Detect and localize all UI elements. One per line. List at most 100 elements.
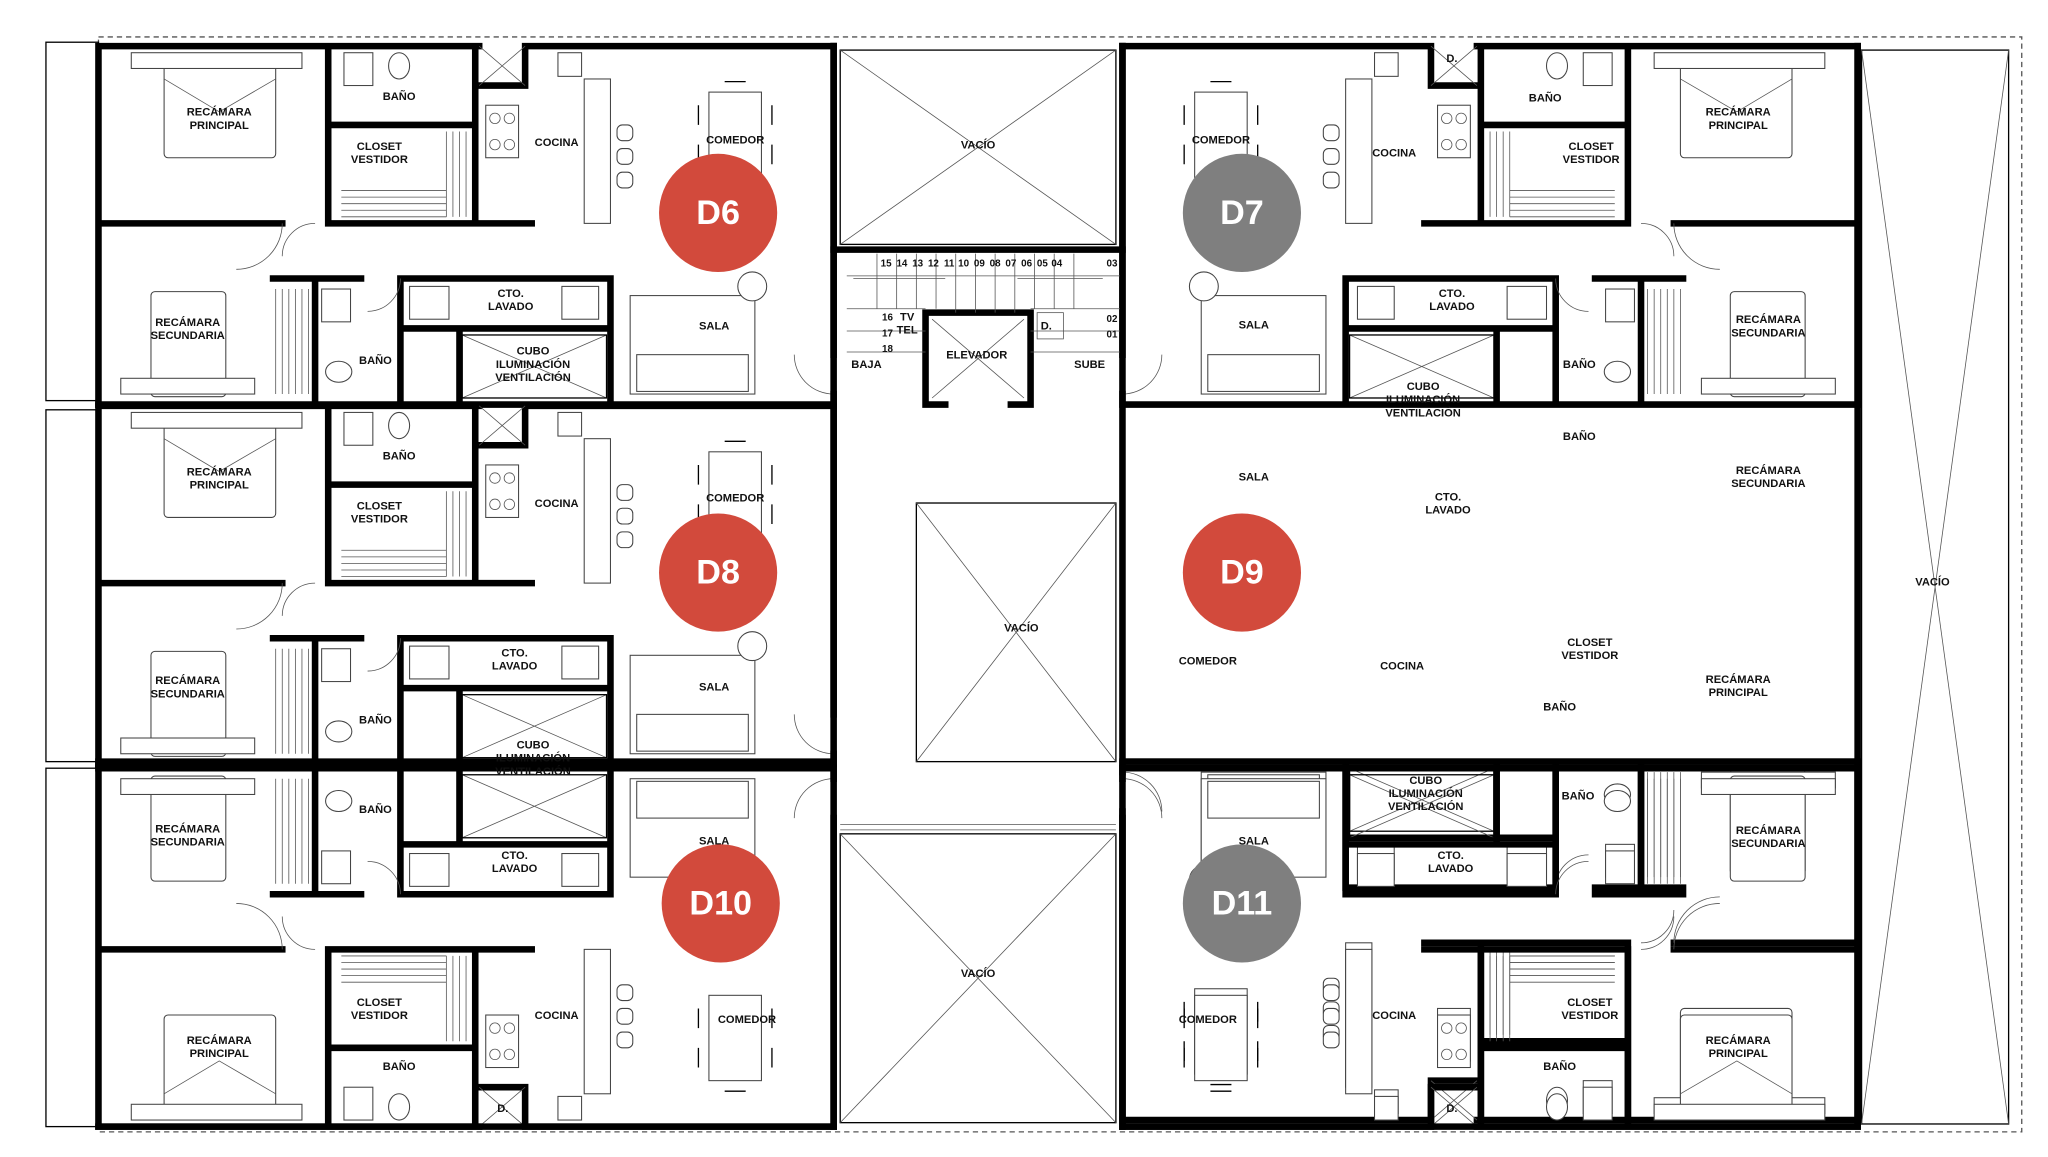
room-label-d10-comedor: COMEDOR <box>718 1014 776 1026</box>
unit-status-circle <box>659 513 778 632</box>
room-label-d9-cto-lavado: CTO.LAVADO <box>1425 491 1471 516</box>
room-label-d10-baño: BAÑO <box>383 1060 416 1073</box>
room-label-d11-baño: BAÑO <box>1543 1060 1576 1073</box>
room-label-d8-cocina: COCINA <box>535 498 579 510</box>
unit-badge-d6[interactable]: D6 <box>659 153 778 272</box>
room-label-d7-comedor: COMEDOR <box>1192 134 1250 146</box>
room-label-core-vacío: VACÍO <box>961 967 996 980</box>
stair-step-05: 05 <box>1037 259 1048 270</box>
unit-badge-d10[interactable]: D10 <box>661 844 780 963</box>
stair-step-14: 14 <box>896 259 907 270</box>
unit-status-circle <box>659 153 778 272</box>
room-label-d8-comedor: COMEDOR <box>706 493 764 505</box>
room-label-d9-sala: SALA <box>1239 472 1269 484</box>
stair-step-15: 15 <box>881 259 892 270</box>
unit-badge-d11[interactable]: D11 <box>1182 844 1302 963</box>
room-label-d9-cocina: COCINA <box>1380 661 1424 673</box>
stair-step-04: 04 <box>1051 259 1062 270</box>
stair-step-10: 10 <box>958 259 969 270</box>
room-label-d9-comedor: COMEDOR <box>1179 655 1237 667</box>
stair-step-06: 06 <box>1021 259 1032 270</box>
room-label-d6-cto-lavado: CTO.LAVADO <box>488 288 534 313</box>
room-label-d9-baño: BAÑO <box>1563 430 1596 443</box>
room-label-d10-cto-lavado: CTO.LAVADO <box>492 850 538 875</box>
room-label-d11-comedor: COMEDOR <box>1179 1014 1237 1026</box>
building-core <box>830 49 2010 1125</box>
room-label-d11-sala: SALA <box>1239 835 1269 847</box>
room-label-core-vacío: VACÍO <box>1915 576 1950 589</box>
room-label-d9-baño: BAÑO <box>1543 700 1576 713</box>
unit-status-circle <box>1182 153 1302 272</box>
room-label-core-baja: BAJA <box>851 359 881 371</box>
room-label-d6-baño: BAÑO <box>359 354 392 367</box>
room-label-d11-baño: BAÑO <box>1562 790 1595 803</box>
room-label-d8-baño: BAÑO <box>359 714 392 727</box>
stair-step-18: 18 <box>882 344 893 355</box>
stair-step-08: 08 <box>990 259 1001 270</box>
room-label-d7-baño: BAÑO <box>1563 358 1596 371</box>
room-label-core-vacío: VACÍO <box>961 139 996 152</box>
stair-step-07: 07 <box>1005 259 1016 270</box>
unit-badge-d8[interactable]: D8 <box>659 513 778 632</box>
unit-id-label: D7 <box>1220 194 1264 232</box>
room-label-d6-cocina: COCINA <box>535 137 579 149</box>
stair-step-02: 02 <box>1106 314 1117 325</box>
room-label-d7-sala: SALA <box>1239 319 1269 331</box>
unit-id-label: D9 <box>1220 554 1264 592</box>
room-label-core-d-: D. <box>1446 1103 1457 1115</box>
unit-id-label: D8 <box>696 554 740 592</box>
room-label-core-sube: SUBE <box>1074 359 1105 371</box>
unit-status-circle <box>661 844 780 963</box>
unit-id-label: D6 <box>696 194 740 232</box>
stair-step-01: 01 <box>1106 330 1117 341</box>
balcony-frames <box>45 41 100 1128</box>
room-label-d11-cocina: COCINA <box>1372 1010 1416 1022</box>
unit-status-circle <box>1182 513 1302 632</box>
unit-badge-d7[interactable]: D7 <box>1182 153 1302 272</box>
room-label-d8-baño: BAÑO <box>383 450 416 463</box>
stair-step-11: 11 <box>944 259 955 270</box>
room-label-d6-baño: BAÑO <box>383 90 416 103</box>
room-label-d6-sala: SALA <box>699 321 729 333</box>
stair-step-16: 16 <box>882 313 893 324</box>
stair-step-13: 13 <box>912 259 923 270</box>
stair-step-17: 17 <box>882 328 893 339</box>
stair-step-03: 03 <box>1106 259 1117 270</box>
room-label-d10-sala: SALA <box>699 835 729 847</box>
room-label-d7-baño: BAÑO <box>1529 91 1562 104</box>
unit-status-circle <box>1182 844 1302 963</box>
stair-step-12: 12 <box>928 259 939 270</box>
unit-badge-d9[interactable]: D9 <box>1182 513 1302 632</box>
room-label-core-d-: D. <box>1446 53 1457 65</box>
room-label-d6-comedor: COMEDOR <box>706 134 764 146</box>
room-label-d8-cto-lavado: CTO.LAVADO <box>492 648 538 673</box>
room-label-d11-cto-lavado: CTO.LAVADO <box>1428 850 1474 875</box>
unit-id-label: D11 <box>1212 884 1273 922</box>
room-label-d10-cocina: COCINA <box>535 1010 579 1022</box>
room-label-d8-sala: SALA <box>699 682 729 694</box>
